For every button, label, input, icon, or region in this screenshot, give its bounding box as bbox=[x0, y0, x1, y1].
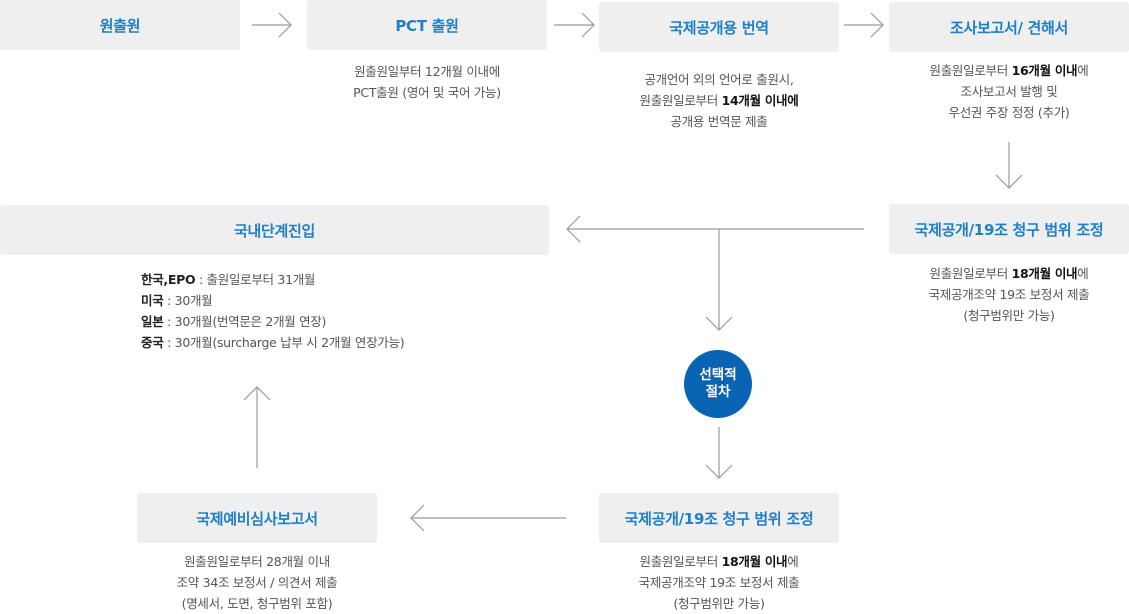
desc-line: 원출원일로부터 14개월 이내에 bbox=[639, 93, 799, 108]
node-pct-desc: 원출원일부터 12개월 이내에 PCT출원 (영어 및 국어 가능) bbox=[307, 61, 547, 103]
node-prelim-title: 국제예비심사보고서 bbox=[196, 509, 318, 528]
arrow-pct-to-translation bbox=[554, 12, 595, 38]
desc-line: 조사보고서 발행 및 bbox=[960, 84, 1058, 99]
desc-line: 국제공개조약 19조 보정서 제출 bbox=[638, 575, 800, 590]
desc-line: (청구범위만 가능) bbox=[963, 308, 1055, 323]
desc-line: 원출원일로부터 28개월 이내 bbox=[184, 554, 330, 569]
node-national-desc: 한국,EPO : 출원일로부터 31개월 미국 : 30개월 일본 : 30개월… bbox=[141, 269, 405, 353]
arrow-to-optional bbox=[705, 229, 733, 331]
node-prelim: 국제예비심사보고서 bbox=[137, 493, 377, 543]
national-row: 중국 : 30개월(surcharge 납부 시 2개월 연장가능) bbox=[141, 335, 405, 350]
national-row: 미국 : 30개월 bbox=[141, 293, 213, 308]
node-pub-right: 국제공개/19조 청구 범위 조정 bbox=[889, 204, 1129, 254]
node-national-title: 국내단계진입 bbox=[233, 221, 315, 240]
arrow-prelim-to-national bbox=[243, 386, 271, 468]
node-pct-title: PCT 출원 bbox=[395, 16, 459, 35]
desc-line: 우선권 주장 정정 (추가) bbox=[948, 105, 1070, 120]
optional-line: 선택적 bbox=[699, 367, 737, 383]
desc-line: (청구범위만 가능) bbox=[673, 596, 765, 611]
node-pub-bottom-title: 국제공개/19조 청구 범위 조정 bbox=[624, 509, 814, 528]
arrow-translation-to-search bbox=[844, 12, 884, 38]
arrow-pub-right-to-national bbox=[566, 215, 864, 243]
node-search-report-desc: 원출원일로부터 16개월 이내에 조사보고서 발행 및 우선권 주장 정정 (추… bbox=[889, 60, 1129, 123]
national-row: 일본 : 30개월(번역문은 2개월 연장) bbox=[141, 314, 327, 329]
node-pub-bottom: 국제공개/19조 청구 범위 조정 bbox=[599, 493, 839, 543]
node-prelim-desc: 원출원일로부터 28개월 이내 조약 34조 보정서 / 의견서 제출 (명세서… bbox=[137, 551, 377, 614]
desc-line: (명세서, 도면, 청구범위 포함) bbox=[181, 596, 333, 611]
desc-line: PCT출원 (영어 및 국어 가능) bbox=[353, 85, 501, 100]
node-translation-desc: 공개언어 외의 언어로 출원시, 원출원일로부터 14개월 이내에 공개용 번역… bbox=[599, 69, 839, 132]
node-search-report: 조사보고서/ 견해서 bbox=[889, 2, 1129, 52]
desc-line: 원출원일로부터 18개월 이내에 bbox=[639, 554, 799, 569]
desc-line: 국제공개조약 19조 보정서 제출 bbox=[928, 287, 1090, 302]
node-translation: 국제공개용 번역 bbox=[599, 2, 839, 52]
desc-line: 원출원일부터 12개월 이내에 bbox=[354, 64, 500, 79]
node-search-report-title: 조사보고서/ 견해서 bbox=[949, 18, 1069, 37]
national-row: 한국,EPO : 출원일로부터 31개월 bbox=[141, 272, 316, 287]
node-pub-right-title: 국제공개/19조 청구 범위 조정 bbox=[914, 220, 1104, 239]
desc-line: 원출원일로부터 18개월 이내에 bbox=[929, 266, 1089, 281]
node-pub-right-desc: 원출원일로부터 18개월 이내에 국제공개조약 19조 보정서 제출 (청구범위… bbox=[889, 263, 1129, 326]
node-national: 국내단계진입 bbox=[0, 205, 549, 255]
node-pub-bottom-desc: 원출원일로부터 18개월 이내에 국제공개조약 19조 보정서 제출 (청구범위… bbox=[599, 551, 839, 614]
arrow-pub-bottom-to-prelim bbox=[410, 504, 566, 532]
desc-line: 공개용 번역문 제출 bbox=[670, 114, 768, 129]
arrow-search-to-pub-right bbox=[995, 142, 1023, 189]
arrow-optional-to-pub-bottom bbox=[705, 427, 733, 479]
optional-line: 절차 bbox=[705, 384, 731, 400]
node-filing: 원출원 bbox=[0, 0, 240, 50]
optional-procedure-badge: 선택적 절차 bbox=[684, 350, 752, 418]
desc-line: 조약 34조 보정서 / 의견서 제출 bbox=[176, 575, 338, 590]
node-pct: PCT 출원 bbox=[307, 0, 547, 50]
desc-line: 원출원일로부터 16개월 이내에 bbox=[929, 63, 1089, 78]
arrow-filing-to-pct bbox=[252, 12, 292, 38]
node-translation-title: 국제공개용 번역 bbox=[669, 18, 769, 37]
desc-line: 공개언어 외의 언어로 출원시, bbox=[644, 72, 794, 87]
node-filing-title: 원출원 bbox=[99, 16, 141, 35]
